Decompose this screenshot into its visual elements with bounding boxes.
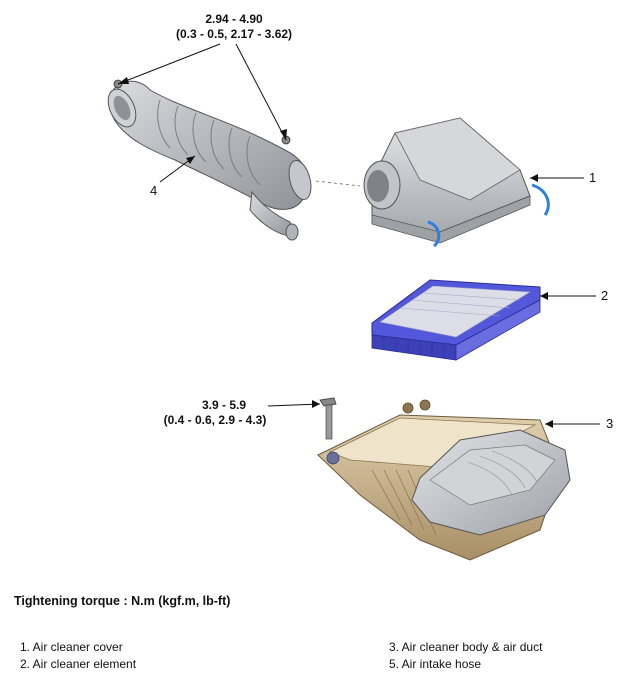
- torque-hose-value: 2.94 - 4.90: [205, 12, 263, 26]
- callout-3: 3: [606, 416, 614, 431]
- torque-label-hose: 2.94 - 4.90 (0.3 - 0.5, 2.17 - 3.62): [144, 12, 324, 42]
- callout-2: 2: [601, 288, 609, 303]
- legend-item-3: 3. Air cleaner body & air duct: [389, 640, 543, 654]
- exploded-diagram: [107, 43, 600, 561]
- leader-lines: [117, 43, 600, 425]
- torque-hose-units: (0.3 - 0.5, 2.17 - 3.62): [175, 27, 293, 41]
- torque-label-body: 3.9 - 5.9 (0.4 - 0.6, 2.9 - 4.3): [158, 398, 272, 428]
- air-intake-hose: [107, 79, 312, 241]
- torque-units-heading: Tightening torque : N.m (kgf.m, lb-ft): [14, 594, 231, 608]
- air-cleaner-cover: [363, 117, 550, 248]
- callout-4: 4: [150, 183, 158, 198]
- mounting-bolt: [319, 397, 337, 440]
- leader-arrowheads: [118, 77, 553, 428]
- air-duct: [411, 429, 571, 536]
- air-cleaner-element: [371, 279, 541, 361]
- torque-body-value: 3.9 - 5.9: [202, 398, 247, 412]
- callout-1: 1: [589, 170, 597, 185]
- legend-item-2: 2. Air cleaner element: [20, 657, 137, 671]
- legend-item-1: 1. Air cleaner cover: [20, 640, 123, 654]
- torque-body-units: (0.4 - 0.6, 2.9 - 4.3): [163, 413, 267, 427]
- alignment-line: [315, 180, 361, 187]
- legend-item-5: 5. Air intake hose: [389, 657, 482, 671]
